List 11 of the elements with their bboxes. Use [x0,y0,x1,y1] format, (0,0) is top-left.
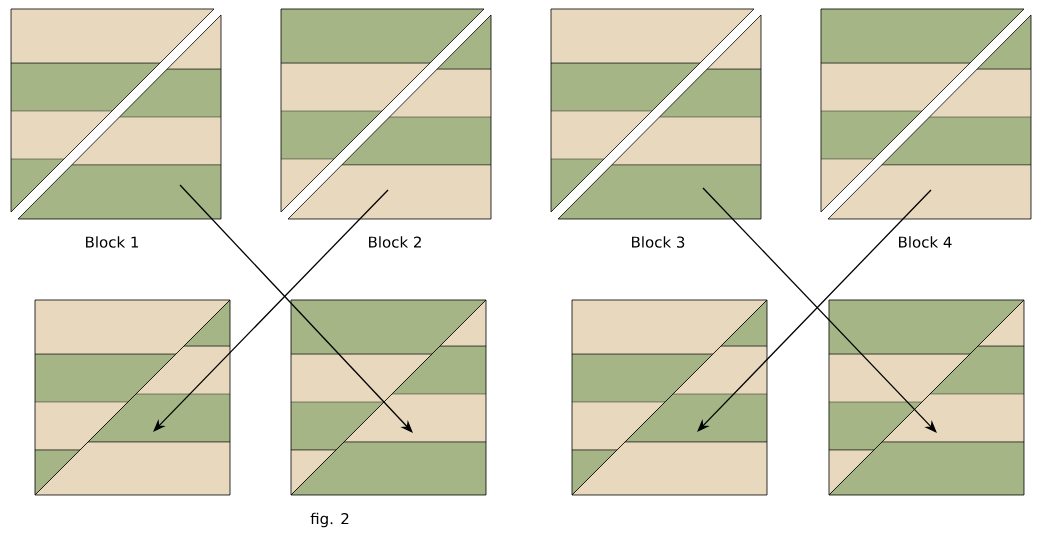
block-label: Block 4 [899,236,952,248]
quilt-block [34,299,231,496]
block-label: Block 2 [369,236,421,248]
arrow [179,184,413,433]
arrow [153,189,389,432]
figure-caption: fig. 2 [310,512,349,528]
quilt-block [290,299,487,496]
quilt-block [571,299,768,496]
block-label: Block 3 [632,236,685,248]
quilt-block [828,299,1025,496]
block-label: Block 1 [86,236,139,248]
